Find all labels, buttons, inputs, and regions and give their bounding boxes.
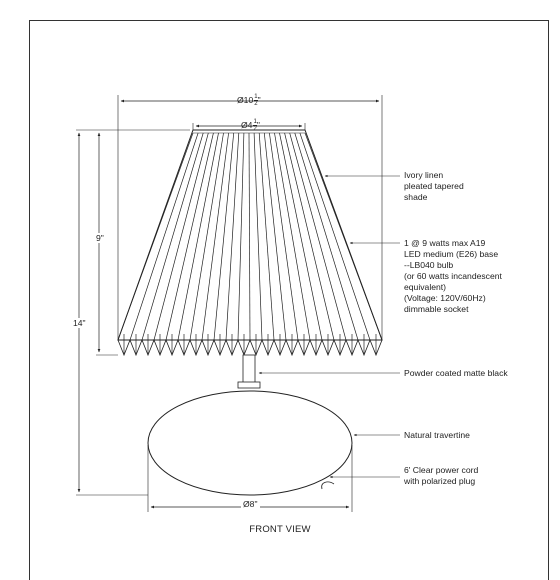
shade-pleat-line	[117, 132, 194, 341]
callout-bulb: 1 @ 9 watts max A19 LED medium (E26) bas…	[404, 238, 502, 314]
lamp-shade	[117, 129, 383, 357]
shade-pleat-edge	[117, 338, 383, 357]
shade-pleat-line	[237, 132, 245, 341]
dim-text: Ø4	[241, 119, 253, 130]
callout-stem: Powder coated matte black	[404, 368, 508, 378]
dimension-lines	[77, 99, 380, 509]
shade-pleat-line	[177, 132, 219, 341]
shade-pleat-line	[304, 132, 383, 341]
drawing-frame	[29, 20, 549, 580]
lamp-base	[147, 390, 353, 496]
fraction-denominator: 2	[254, 100, 258, 107]
fraction-denominator: 2	[253, 125, 257, 132]
lamp-front-view-drawing	[76, 95, 400, 512]
shade-pleat-line	[213, 132, 235, 341]
callout-base: Natural travertine	[404, 430, 470, 440]
shade-pleat-line	[165, 132, 214, 341]
shade-pleat-line	[189, 132, 224, 341]
shade-pleat-line	[248, 132, 251, 341]
shade-pleat-line	[225, 132, 240, 341]
shade-pleat-line	[258, 132, 275, 341]
dim-text: Ø10	[237, 94, 254, 105]
shade-pleat-line	[263, 132, 287, 341]
view-title: FRONT VIEW	[249, 524, 311, 535]
callout-cord: 6' Clear power cord with polarized plug	[404, 465, 479, 486]
fraction-numerator: 1	[254, 94, 258, 100]
shade-pleat-line	[253, 132, 263, 341]
dim-base-diameter: Ø8"	[241, 499, 260, 509]
shade-pleat-line	[129, 132, 199, 341]
dim-overall-height: 14"	[72, 318, 87, 328]
dim-unit: "	[257, 94, 261, 105]
shade-pleat-line	[274, 132, 311, 341]
shade-pleat-line	[201, 132, 229, 341]
callout-shade: Ivory linen pleated tapered shade	[404, 170, 464, 202]
leader-lines	[258, 174, 400, 479]
dim-unit: "	[256, 119, 260, 130]
fraction-numerator: 1	[253, 119, 257, 125]
shade-pleat-line	[289, 132, 347, 341]
shade-pleat-line	[299, 132, 371, 341]
shade-pleat-line	[284, 132, 335, 341]
shade-pleat-line	[294, 132, 359, 341]
shade-pleat-line	[279, 132, 323, 341]
shade-pleat-line	[153, 132, 209, 341]
shade-pleat-line	[269, 132, 299, 341]
lamp-stem	[237, 354, 261, 389]
dim-shade-height: 9"	[95, 233, 105, 243]
shade-pleat-line	[141, 132, 204, 341]
extension-lines	[76, 95, 383, 512]
